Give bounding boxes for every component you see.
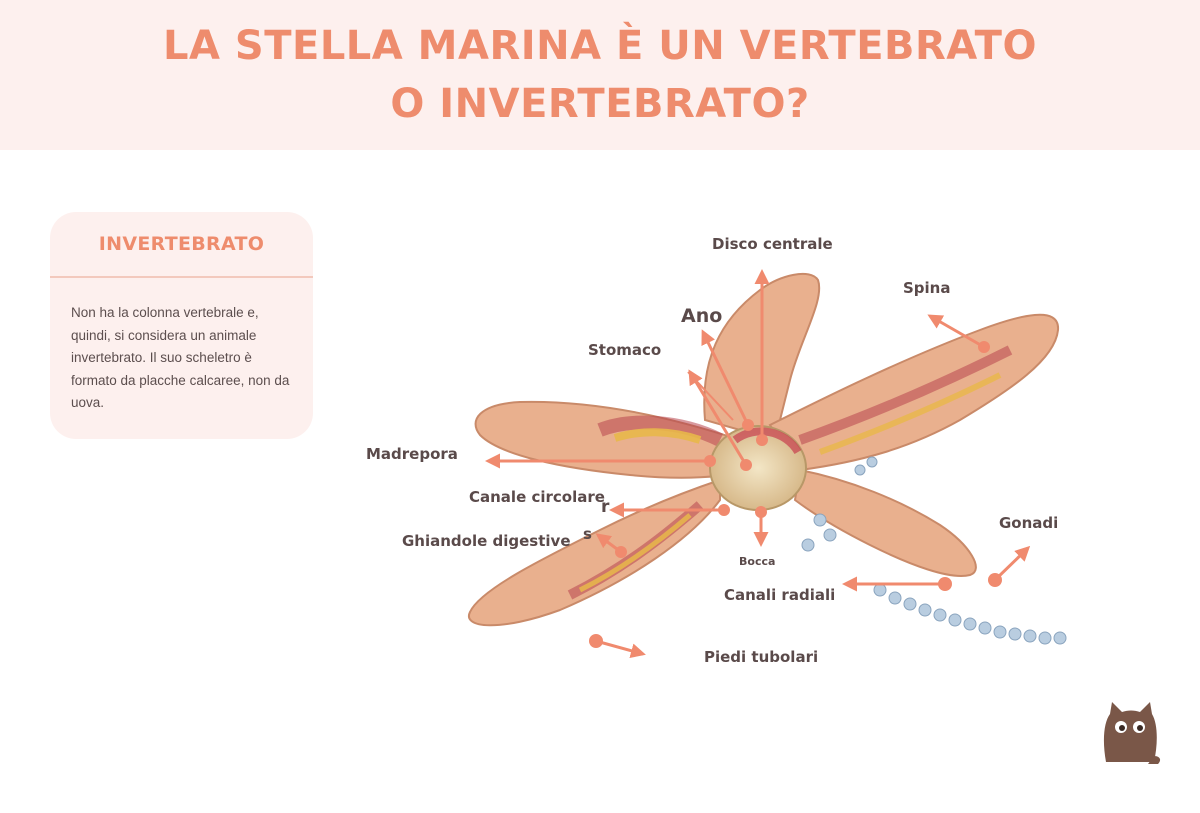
label-spina: Spina xyxy=(903,279,950,297)
label-r: r xyxy=(601,497,610,517)
label-ano: Ano xyxy=(681,305,722,327)
arrow-piedi-tubolari xyxy=(596,641,643,654)
label-canali-radiali: Canali radiali xyxy=(724,586,835,604)
label-canale-circolare: Canale circolare xyxy=(469,488,605,506)
label-gonadi: Gonadi xyxy=(999,514,1058,532)
label-ghiandole-digestive: Ghiandole digestive xyxy=(402,532,571,550)
label-stomaco: Stomaco xyxy=(588,341,661,359)
label-piedi-tubolari: Piedi tubolari xyxy=(704,648,818,666)
label-disco-centrale: Disco centrale xyxy=(712,235,833,253)
cat-mascot-icon xyxy=(1098,700,1162,766)
label-bocca: Bocca xyxy=(739,555,775,568)
label-s: s xyxy=(583,525,592,543)
label-madrepora: Madrepora xyxy=(366,445,458,463)
